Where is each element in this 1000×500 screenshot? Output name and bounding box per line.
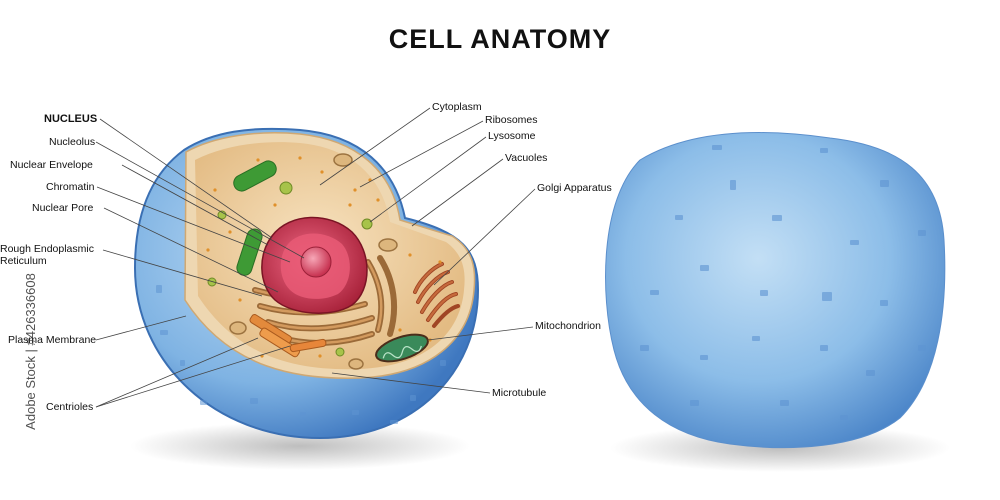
label-rough-er: Rough Endoplasmic Reticulum (0, 243, 94, 267)
label-plasma-membrane: Plasma Membrane (8, 334, 97, 346)
left-cell-speckles (156, 285, 446, 424)
vacuole-ring-4 (348, 358, 364, 370)
label-lysosome: Lysosome (488, 130, 536, 142)
label-ribosomes: Ribosomes (485, 114, 538, 126)
label-nucleolus: Nucleolus (49, 136, 96, 148)
label-microtubule: Microtubule (492, 387, 547, 399)
lysosome-blob-5 (335, 347, 345, 357)
lysosome-blob-2 (361, 218, 373, 230)
mitochondrion-cristae (382, 345, 422, 359)
label-nuclear-pore: Nuclear Pore (32, 202, 94, 214)
label-golgi-apparatus: Golgi Apparatus (537, 182, 612, 194)
leader-lines (95, 107, 536, 408)
centrioles-shape (249, 314, 327, 358)
right-cell-speckles (640, 145, 926, 420)
vacuole-ring-1 (333, 153, 353, 167)
golgi-apparatus-core (413, 262, 458, 322)
label-mitochondrion: Mitochondrion (535, 320, 601, 332)
ribosome-dots (206, 156, 442, 358)
vacuole-ring-3 (229, 321, 247, 335)
label-cytoplasm: Cytoplasm (432, 101, 482, 113)
label-centrioles: Centrioles (46, 401, 94, 413)
lysosome-blob-1 (279, 181, 293, 195)
label-nuclear-envelope: Nuclear Envelope (10, 159, 93, 171)
green-rod-1 (233, 160, 277, 192)
lysosome-blob-4 (207, 277, 217, 287)
nucleolus-shape (300, 246, 332, 278)
left-cell-shadow (130, 422, 470, 470)
right-cell-body (605, 132, 946, 449)
vacuole-ring-2 (378, 238, 398, 252)
mitochondrion-shape (375, 333, 429, 363)
label-vacuoles: Vacuoles (505, 152, 548, 164)
stock-watermark-text: Adobe Stock | #426336608 (22, 273, 38, 430)
label-nucleus: NUCLEUS (44, 113, 98, 125)
label-chromatin: Chromatin (46, 181, 95, 193)
page-title: CELL ANATOMY (388, 24, 612, 54)
